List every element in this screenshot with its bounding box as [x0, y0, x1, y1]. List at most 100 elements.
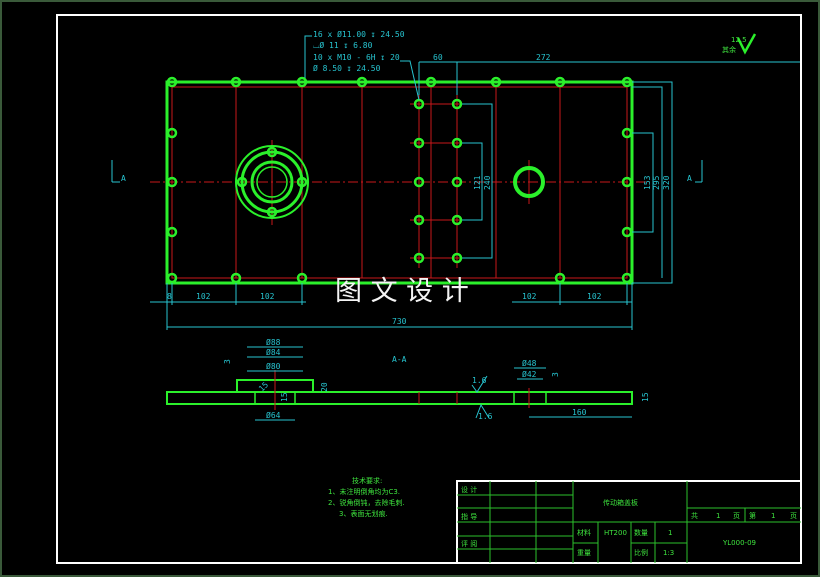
dim-153: 153	[643, 175, 652, 190]
dim-102-b: 102	[260, 292, 275, 301]
bolt-hole	[413, 176, 425, 188]
bolt-hole	[166, 272, 178, 284]
dim-160: 160	[572, 408, 587, 417]
page-unit-2: 页	[790, 512, 797, 520]
dim-d48: Ø48	[522, 358, 537, 368]
title-block: 设 计 指 导 评 阅 传动箱盖板 材料 HT200 数量 1 重量 比例 1:…	[456, 480, 802, 564]
plan-dimensions: 16 x Ø11.00 ↧ 24.50 ⌴Ø 11 ↧ 6.80 10 x M1…	[111, 29, 800, 330]
dim-d88: Ø88	[266, 337, 281, 347]
material-label: 材料	[577, 528, 591, 537]
sheet-value: 1	[771, 512, 775, 520]
scale-value: 1:3	[663, 549, 674, 557]
bolt-hole	[621, 272, 633, 284]
tech-req-3: 3、表面无划痕.	[339, 509, 388, 518]
technical-requirements: 技术要求: 1、未注明倒角均为C3. 2、锐角倒钝，去除毛刺. 3、表面无划痕.	[328, 476, 405, 518]
dim-d42: Ø42	[522, 369, 537, 379]
dim-d64: Ø64	[266, 410, 281, 420]
weight-label: 重量	[577, 549, 591, 557]
section-mark-left: A	[121, 174, 126, 183]
dim-15-right: 15	[641, 392, 650, 402]
dim-295: 295	[652, 175, 661, 190]
bolt-hole	[554, 76, 566, 88]
qty-label: 数量	[634, 528, 648, 537]
drawing-number: YL000-09	[722, 539, 756, 547]
bolt-hole	[413, 214, 425, 226]
dim-20: 20	[320, 382, 329, 392]
through-hole	[513, 166, 545, 198]
dim-102-d: 102	[587, 292, 602, 301]
bolt-hole	[490, 76, 502, 88]
bolt-hole	[451, 176, 463, 188]
tech-req-title: 技术要求:	[352, 476, 382, 485]
bolt-hole	[166, 76, 178, 88]
sheet-label: 第	[749, 511, 756, 520]
part-name: 传动箱盖板	[603, 498, 638, 507]
bolt-hole	[451, 252, 463, 264]
guide-label: 指 导	[461, 512, 477, 521]
review-label: 评 阅	[461, 540, 477, 548]
bolt-hole	[230, 272, 242, 284]
callout-line-1: 16 x Ø11.00 ↧ 24.50	[313, 29, 405, 39]
section-view: A-A Ø88 Ø84 Ø80 Ø64 3 15 20 15 Ø48 Ø42 3…	[166, 337, 650, 421]
scale-label: 比例	[634, 548, 648, 557]
vertical-centerlines	[235, 87, 561, 278]
tech-req-1: 1、未注明倒角均为C3.	[328, 487, 400, 496]
bolt-hole	[621, 226, 633, 238]
total-label: 共	[691, 511, 698, 520]
roughness-value: 12.5	[731, 36, 747, 44]
dim-121: 121	[473, 175, 482, 190]
callout-line-4: Ø 8.50 ↧ 24.50	[313, 63, 381, 73]
bolt-hole	[554, 272, 566, 284]
bearing-boss	[235, 145, 309, 219]
bolt-hole	[451, 137, 463, 149]
material-value: HT200	[604, 529, 627, 537]
total-value: 1	[716, 512, 720, 520]
bolt-hole	[230, 76, 242, 88]
dim-d80: Ø80	[266, 361, 281, 371]
roughness-symbol: 其余 12.5	[722, 33, 757, 55]
dim-3-right: 3	[551, 372, 560, 377]
page-unit-1: 页	[733, 512, 740, 520]
bolt-hole	[413, 137, 425, 149]
dim-320: 320	[662, 175, 671, 190]
bolt-hole	[166, 127, 178, 139]
bolt-hole	[356, 76, 368, 88]
dim-3-left: 3	[223, 359, 232, 364]
watermark: 图 文 设 计	[335, 276, 469, 307]
dim-8: 8	[167, 292, 172, 301]
bolt-hole	[296, 76, 308, 88]
dim-240: 240	[483, 175, 492, 190]
qty-value: 1	[668, 529, 672, 537]
dim-730: 730	[392, 317, 407, 326]
bolt-holes	[166, 76, 633, 284]
bolt-hole	[621, 176, 633, 188]
callout-line-3: 10 x M10 - 6H ↧ 20	[313, 53, 400, 62]
designer-label: 设 计	[461, 485, 477, 494]
bolt-hole	[621, 127, 633, 139]
section-title: A-A	[392, 355, 407, 364]
bolt-circle-outline	[171, 86, 628, 279]
section-mark-right: A	[687, 174, 692, 183]
dim-15-mid: 15	[280, 392, 289, 402]
bolt-hole	[425, 76, 437, 88]
bolt-hole	[413, 252, 425, 264]
dim-102-a: 102	[196, 292, 211, 301]
bolt-hole	[166, 176, 178, 188]
roughness-top: 1.6	[472, 376, 487, 385]
bolt-hole	[451, 214, 463, 226]
callout-line-2: ⌴Ø 11 ↧ 6.80	[313, 40, 373, 50]
bolt-hole	[621, 76, 633, 88]
dim-272: 272	[536, 53, 551, 62]
dim-d84: Ø84	[266, 347, 281, 357]
bolt-hole	[451, 98, 463, 110]
tech-req-2: 2、锐角倒钝，去除毛刺.	[328, 498, 405, 507]
drawing-frame	[56, 14, 802, 564]
roughness-bottom: 1.6	[478, 412, 493, 421]
roughness-label: 其余	[722, 45, 736, 54]
bolt-hole	[296, 272, 308, 284]
dim-60: 60	[433, 53, 443, 62]
bolt-hole	[166, 226, 178, 238]
plan-view	[150, 76, 650, 285]
